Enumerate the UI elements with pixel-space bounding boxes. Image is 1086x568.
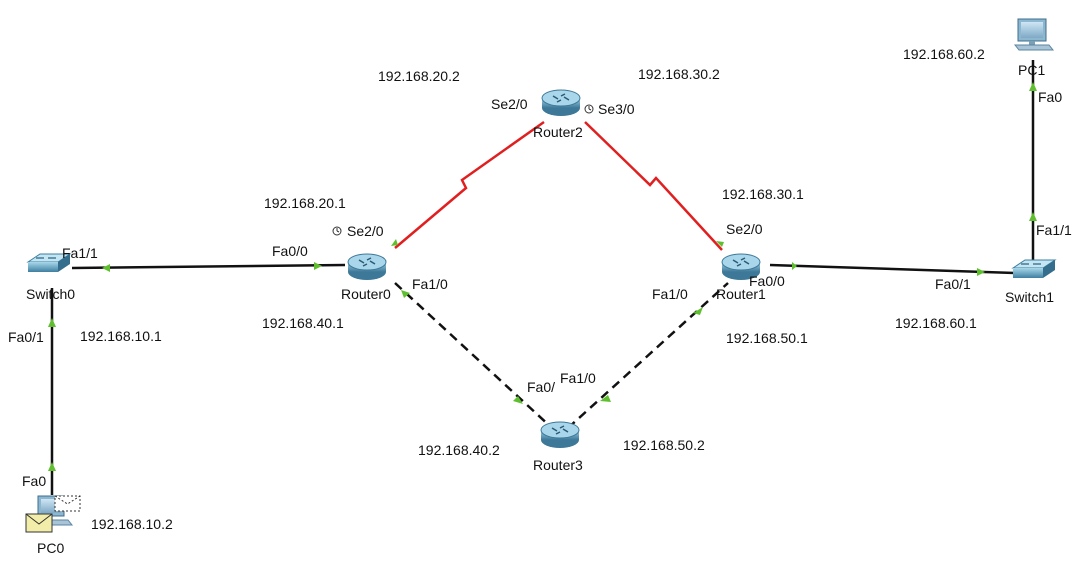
interface-label: Fa0/1 [8,329,44,345]
ip-address-label: 192.168.10.2 [91,516,173,532]
router0-label: Router0 [341,286,391,302]
router2-label: Router2 [533,124,583,140]
interface-label: Fa1/0 [560,370,596,386]
switch-icon[interactable] [26,253,72,272]
link-up-arrow [513,396,523,404]
interface-label: Fa1/0 [652,286,688,302]
clock-icon [332,226,342,236]
interface-label: Se2/0 [347,223,384,239]
ip-address-label: 192.168.40.1 [262,315,344,331]
interface-label: Se3/0 [598,101,635,117]
pdu-envelope-outline-icon [54,495,81,512]
interface-label: Fa0/0 [749,273,785,289]
switch-icon[interactable] [1011,259,1057,278]
switch1-label: Switch1 [1005,289,1054,305]
pc0-label: PC0 [37,540,64,556]
pdu-envelope-icon[interactable] [25,513,53,533]
interface-label: Fa1/1 [62,245,98,261]
link-up-arrow [693,307,703,315]
link-up-arrow [401,290,410,298]
link-up-arrow [102,264,110,272]
serial-link-router2-router1[interactable] [584,121,723,251]
interface-label: Fa1/0 [412,276,448,292]
link-up-arrow [977,268,985,276]
links [50,60,1035,495]
link-switch0-router0[interactable] [71,263,346,270]
serial-link-router0-router2[interactable] [394,120,545,249]
interface-label: Fa0/0 [272,243,308,259]
link-up-arrow [1029,82,1037,91]
pc-icon[interactable] [1013,18,1055,51]
router-icon[interactable] [540,421,580,448]
link-up-arrow [48,318,56,327]
clock-icon [584,104,594,114]
interface-label: Se2/0 [726,221,763,237]
ip-address-label: 192.168.50.1 [726,330,808,346]
link-up-arrow [792,262,797,270]
interface-label: Fa0 [22,473,46,489]
router-icon[interactable] [541,89,581,116]
link-router1-switch1[interactable] [769,263,1016,275]
crossover-link-router0-router3[interactable] [394,282,553,429]
crossover-link-router3-router1[interactable] [567,282,729,429]
link-up-arrow [716,241,724,247]
ip-address-label: 192.168.50.2 [623,437,705,453]
interface-label: Fa1/1 [1036,222,1072,238]
router1-label: Router1 [716,286,766,302]
router-icon[interactable] [347,253,387,280]
router-icon[interactable] [721,253,761,280]
switch0-label: Switch0 [26,286,75,302]
link-status-indicators [48,82,1037,471]
router3-label: Router3 [533,457,583,473]
pc1-label: PC1 [1018,62,1045,78]
interface-label: Fa0/ [527,379,555,395]
ip-address-label: 192.168.10.1 [80,328,162,344]
link-up-arrow [48,462,56,471]
ip-address-label: 192.168.60.2 [903,46,985,62]
interface-label: Fa0 [1038,89,1062,105]
link-up-arrow [1029,212,1037,221]
ip-address-label: 192.168.20.2 [378,68,460,84]
ip-address-label: 192.168.30.1 [722,186,804,202]
ip-address-label: 192.168.60.1 [895,315,977,331]
interface-label: Se2/0 [491,96,528,112]
link-up-arrow [314,262,322,270]
ip-address-label: 192.168.30.2 [638,66,720,82]
link-up-arrow [391,239,398,246]
ip-address-label: 192.168.20.1 [264,195,346,211]
ip-address-label: 192.168.40.2 [418,442,500,458]
interface-label: Fa0/1 [935,276,971,292]
link-up-arrow [600,395,611,402]
